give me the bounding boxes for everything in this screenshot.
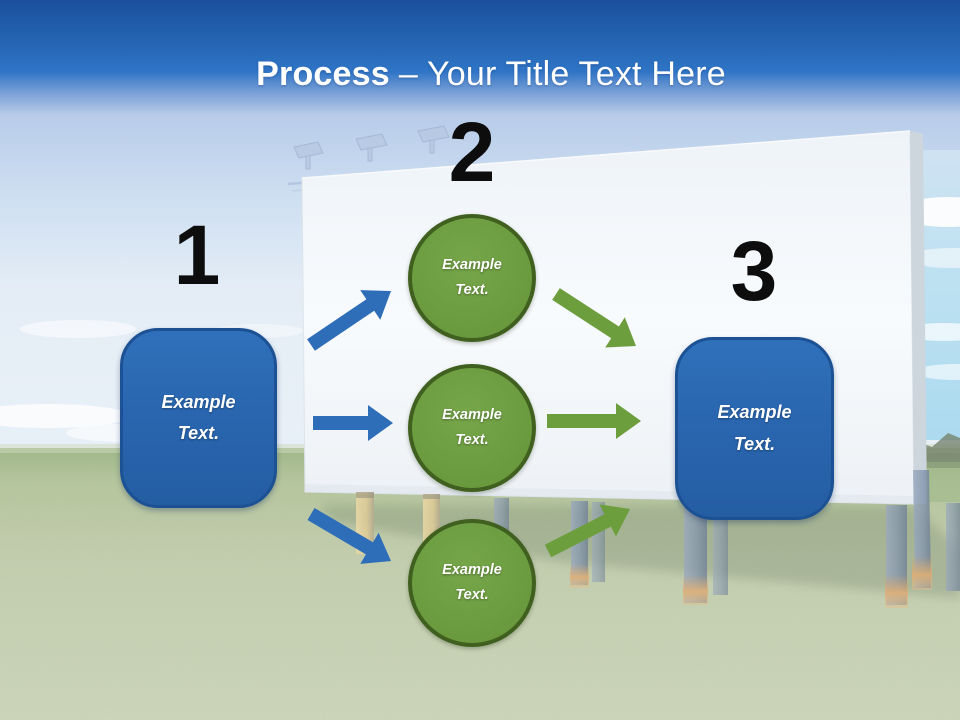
- step-number-1: 1: [173, 208, 221, 302]
- start-box-label: Example Text.: [161, 391, 236, 444]
- process-circle-2-label: Example Text.: [442, 407, 502, 448]
- process-circle-1: Example Text.: [408, 214, 536, 342]
- title-emphasis: Process: [256, 55, 390, 93]
- process-circle-3-label: Example Text.: [442, 562, 502, 603]
- step-number-2: 2: [448, 105, 496, 199]
- title-text: – Your Title Text Here: [398, 55, 726, 93]
- start-box: Example Text.: [120, 328, 277, 508]
- end-box: Example Text.: [675, 337, 834, 520]
- process-circle-2: Example Text.: [408, 364, 536, 492]
- process-circle-3: Example Text.: [408, 519, 536, 647]
- process-circle-1-label: Example Text.: [442, 257, 502, 298]
- end-box-label: Example Text.: [717, 402, 792, 454]
- billboard-edge: [910, 131, 927, 504]
- slide-title: Process– Your Title Text Here: [0, 55, 960, 93]
- step-number-3: 3: [730, 224, 778, 318]
